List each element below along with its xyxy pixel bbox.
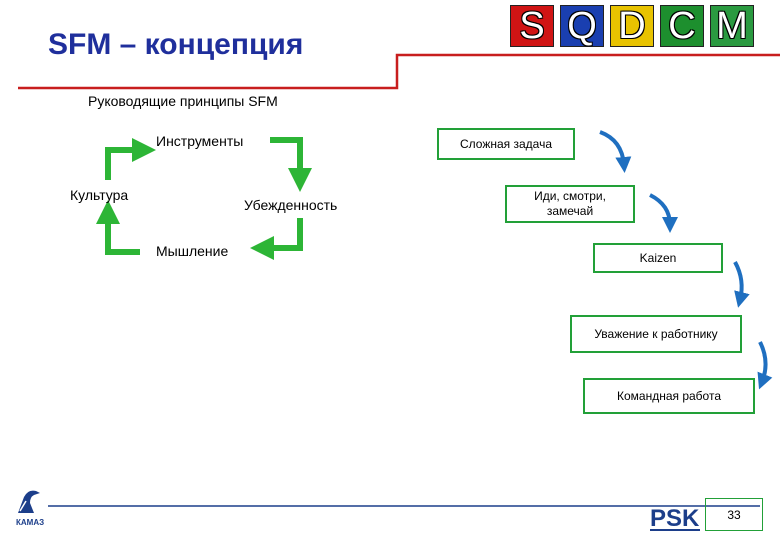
cycle-label-culture: Культура: [70, 187, 129, 203]
psk-logo-underline: [650, 529, 700, 531]
step-box-kaizen: Kaizen: [593, 243, 723, 273]
step-arrows: [599, 130, 773, 390]
sqdcm-letter-m: M: [710, 5, 754, 47]
footer-rule: [48, 505, 760, 507]
cycle-label-conviction: Убежденность: [244, 197, 338, 213]
step-box-go-see: Иди, смотри, замечай: [505, 185, 635, 223]
header-rule: [18, 53, 780, 90]
step-box-difficult-task: Сложная задача: [437, 128, 575, 160]
step-box-respect: Уважение к работнику: [570, 315, 742, 353]
step-label-line2: замечай: [546, 204, 594, 218]
sqdcm-letter-s: S: [510, 5, 554, 47]
kamaz-logo-text: КАМАЗ: [16, 518, 45, 527]
page-number: 33: [705, 498, 763, 531]
page-title: SFM – концепция: [48, 28, 304, 61]
sqdcm-letter-c: C: [660, 5, 704, 47]
step-label: Сложная задача: [459, 137, 552, 151]
sqdcm-letter-d: D: [610, 5, 654, 47]
step-label: Командная работа: [616, 389, 721, 403]
cycle-label-tools: Инструменты: [156, 133, 244, 149]
sqdcm-logo: S Q D C M: [510, 5, 754, 47]
psk-logo: PSK: [650, 505, 700, 532]
step-label-line1: Иди, смотри,: [534, 189, 606, 203]
step-box-teamwork: Командная работа: [583, 378, 755, 414]
subtitle: Руководящие принципы SFM: [88, 93, 278, 109]
cycle-arrows: [96, 137, 312, 260]
kamaz-logo-icon: [14, 487, 44, 517]
step-label: Уважение к работнику: [594, 327, 718, 341]
page-number-label: 33: [727, 508, 741, 522]
step-label: Kaizen: [639, 251, 677, 265]
sqdcm-letter-q: Q: [560, 5, 604, 47]
cycle-label-thinking: Мышление: [156, 243, 229, 259]
